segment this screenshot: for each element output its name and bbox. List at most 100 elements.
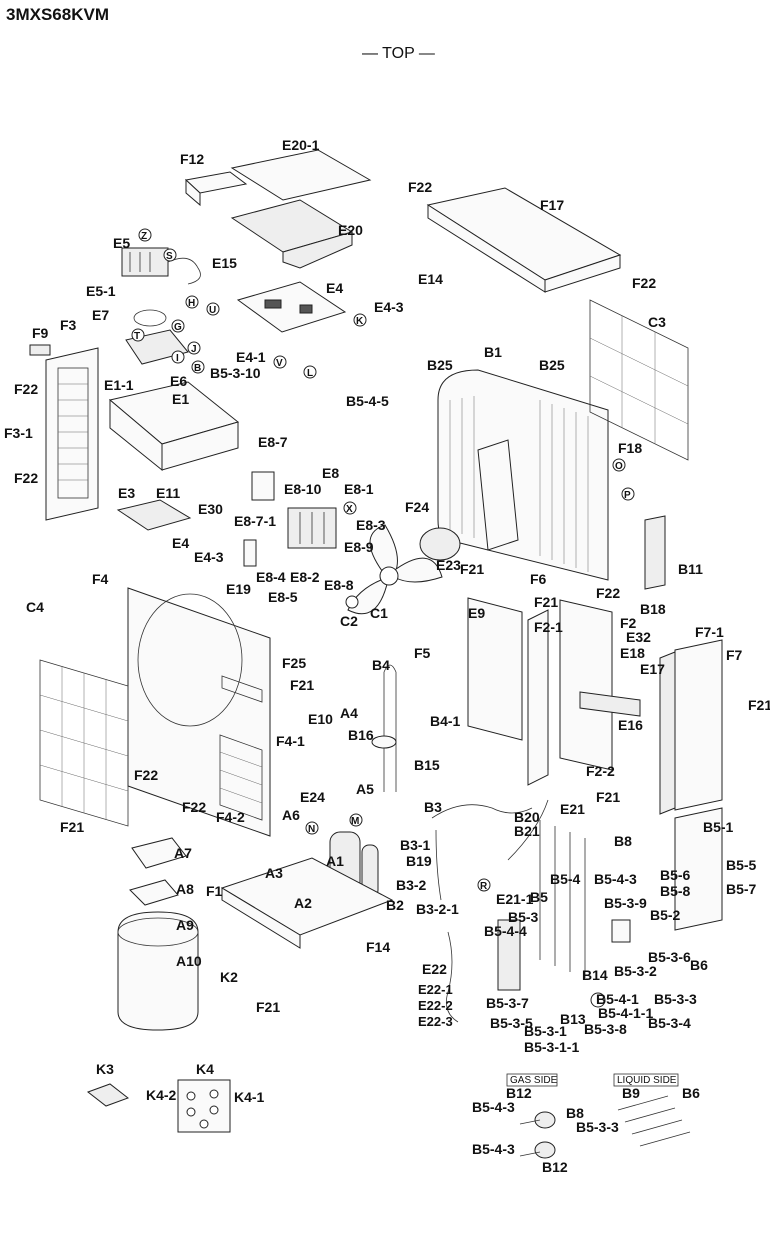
part-f4-2	[219, 734, 263, 821]
connector-l: L	[307, 368, 313, 379]
label-b5-3-6: B5-3-6	[648, 949, 691, 965]
label-a3: A3	[265, 865, 283, 881]
label-f21-bottom: F21	[256, 999, 280, 1015]
label-a7: A7	[174, 845, 192, 861]
part-a8	[129, 879, 179, 906]
label-c4: C4	[26, 599, 44, 615]
part-b5-3-8	[590, 992, 606, 1008]
part-e20-front	[282, 231, 353, 269]
part-c3	[589, 299, 689, 461]
part-e8-7	[251, 471, 275, 501]
heat-exchanger	[437, 299, 689, 590]
part-b11	[644, 515, 666, 590]
label-a8: A8	[176, 881, 194, 897]
part-e17	[579, 691, 641, 717]
part-c4	[39, 659, 129, 827]
label-f21-fan: F21	[460, 561, 484, 577]
liquid-side-box	[613, 1073, 679, 1087]
label-e4: E4	[326, 280, 343, 296]
label-e15: E15	[212, 255, 237, 271]
label-c3: C3	[648, 314, 666, 330]
connector-i: I	[176, 353, 179, 364]
label-e20-1: E20-1	[282, 137, 320, 153]
label-b20: B20	[514, 809, 540, 825]
label-a9: A9	[176, 917, 194, 933]
label-f2: F2	[620, 615, 637, 631]
gas-side-box	[506, 1073, 558, 1087]
part-c1-blade3	[347, 577, 389, 615]
label-b5-2: B5-2	[650, 907, 681, 923]
label-f6: F6	[530, 571, 547, 587]
part-a10	[117, 917, 199, 947]
label-a1: A1	[326, 853, 344, 869]
part-labels: F12 E20-1 E20 F22 F17 F22 E5 E15 E5-1 E7…	[4, 137, 770, 1175]
label-f22-top: F22	[408, 179, 432, 195]
label-b15: B15	[414, 757, 440, 773]
part-f9	[29, 344, 51, 356]
label-b5-3-10: B5-3-10	[210, 365, 261, 381]
label-b5-3-1-1: B5-3-1-1	[524, 1039, 579, 1055]
label-b25-right: B25	[539, 357, 565, 373]
label-e8-9: E8-9	[344, 539, 374, 555]
label-b5-7: B5-7	[726, 881, 757, 897]
label-e4-3: E4-3	[374, 299, 404, 315]
top-orientation-label: — TOP —	[362, 45, 435, 62]
electrical-box	[29, 247, 347, 531]
part-e5	[121, 247, 169, 277]
connector-n: N	[308, 824, 315, 835]
part-e19	[243, 539, 257, 567]
label-f7-1: F7-1	[695, 624, 724, 640]
label-f22-front-low: F22	[182, 799, 206, 815]
label-a6: A6	[282, 807, 300, 823]
label-b25-left: B25	[427, 357, 453, 373]
label-b9: B9	[622, 1085, 640, 1101]
connector-t: T	[134, 331, 140, 342]
connector-u: U	[209, 305, 216, 316]
label-b5-4-1-1: B5-4-1-1	[598, 1005, 653, 1021]
part-e7	[133, 309, 167, 327]
label-b5-3-3-detail: B5-3-3	[576, 1119, 619, 1135]
label-e8: E8	[322, 465, 339, 481]
part-a7	[131, 837, 187, 869]
terminal-block-e8	[243, 471, 337, 567]
label-b18: B18	[640, 601, 666, 617]
label-f24: F24	[405, 499, 429, 515]
label-e4-left: E4	[172, 535, 189, 551]
part-f7	[674, 639, 723, 811]
label-b14: B14	[582, 967, 608, 983]
label-e3: E3	[118, 485, 135, 501]
part-c2	[345, 595, 359, 609]
label-b5: B5	[530, 889, 548, 905]
label-e4-1: E4-1	[236, 349, 266, 365]
part-f12-side	[185, 178, 201, 207]
part-c1-blade2	[391, 557, 443, 583]
part-b5-3-6	[611, 919, 631, 943]
accessories	[86, 1079, 231, 1133]
connector-v: V	[276, 358, 283, 369]
model-title: 3MXS68KVM	[6, 5, 109, 24]
label-e22-1: E22-1	[418, 982, 453, 997]
label-f9: F9	[32, 325, 49, 341]
label-k4-2: K4-2	[146, 1087, 177, 1103]
connector-z: Z	[141, 231, 147, 242]
label-e5: E5	[113, 235, 130, 251]
label-b4-1: B4-1	[430, 713, 461, 729]
label-b5-3-7: B5-3-7	[486, 995, 529, 1011]
label-e21-1: E21-1	[496, 891, 534, 907]
label-b5-4: B5-4	[550, 871, 581, 887]
label-b5-1: B5-1	[703, 819, 734, 835]
label-e8-1: E8-1	[344, 481, 374, 497]
connector-k: K	[356, 316, 364, 327]
top-panels	[184, 149, 622, 293]
part-f1-front	[221, 887, 301, 949]
compressor-assembly	[220, 664, 549, 949]
gas-side-label: GAS SIDE	[510, 1075, 558, 1086]
label-e21: E21	[560, 801, 585, 817]
label-a2: A2	[294, 895, 312, 911]
label-b5-8: B5-8	[660, 883, 691, 899]
label-b5-4-5: B5-4-5	[346, 393, 389, 409]
label-f21-far-right: F21	[748, 697, 770, 713]
label-b3: B3	[424, 799, 442, 815]
label-f22-left-bottom: F22	[14, 470, 38, 486]
label-e1-1: E1-1	[104, 377, 134, 393]
